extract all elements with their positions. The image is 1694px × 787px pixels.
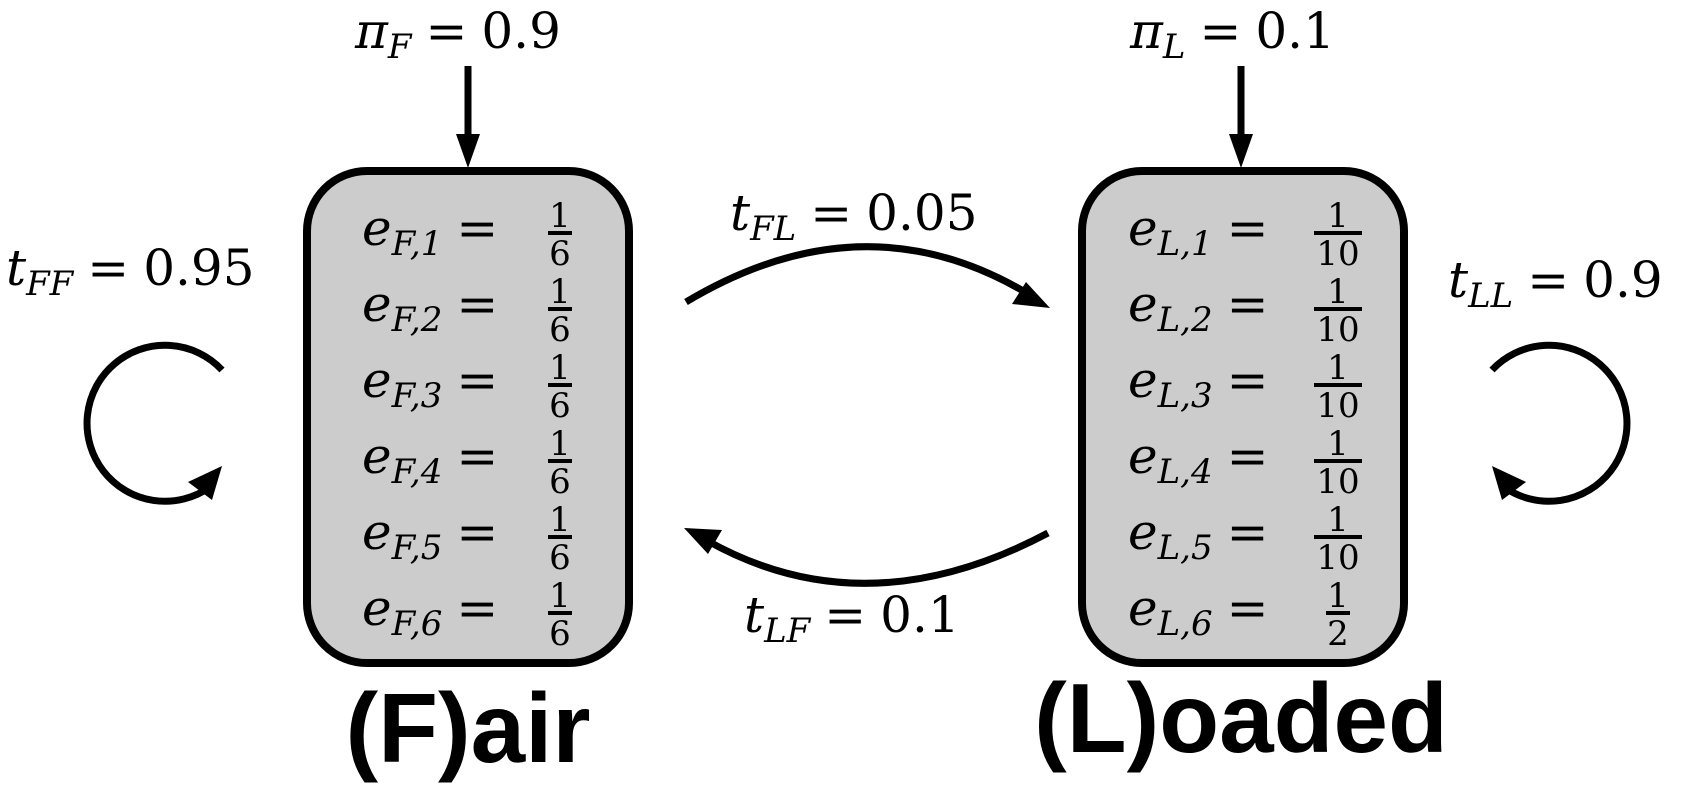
emission-label: eL,5= bbox=[1128, 503, 1269, 568]
emission-label: eF,3= bbox=[362, 351, 498, 416]
self-transition-label-loaded: tLL=0.9 bbox=[1448, 251, 1663, 316]
transition-arrow-fair-to-loaded bbox=[684, 243, 1032, 306]
emission-numerator: 1 bbox=[1327, 500, 1349, 540]
emission-row: eF,6= 16 bbox=[362, 576, 572, 654]
self-loop-fair bbox=[83, 341, 225, 505]
initial-arrowhead-loaded bbox=[1229, 134, 1253, 168]
emission-denominator: 6 bbox=[549, 614, 571, 654]
state-name-loaded: (L)oaded bbox=[1034, 663, 1448, 773]
emission-label: eF,5= bbox=[362, 503, 498, 568]
emission-denominator: 10 bbox=[1316, 538, 1359, 578]
initial-prob-loaded: πL=0.1 bbox=[1129, 2, 1335, 67]
emission-row: eF,3= 16 bbox=[362, 348, 572, 426]
transition-label-loaded-to-fair: tLF=0.1 bbox=[744, 586, 960, 651]
transition-label-fair-to-loaded: tFL=0.05 bbox=[730, 184, 978, 249]
emission-row: eL,5= 110 bbox=[1128, 500, 1362, 578]
emission-numerator: 1 bbox=[1327, 424, 1349, 464]
emission-denominator: 6 bbox=[549, 310, 571, 350]
emission-row: eL,1= 110 bbox=[1128, 196, 1362, 274]
emissions-loaded: eL,1=110eL,2=110eL,3=110eL,4=110eL,5=110… bbox=[1128, 196, 1362, 654]
emission-row: eF,1= 16 bbox=[362, 196, 572, 274]
self-transition-label-fair: tFF=0.95 bbox=[6, 239, 255, 304]
emission-row: eF,2= 16 bbox=[362, 272, 572, 350]
emission-row: eL,6= 12 bbox=[1128, 576, 1350, 654]
emission-label: eL,6= bbox=[1128, 579, 1269, 644]
emission-label: eF,1= bbox=[362, 199, 498, 264]
emission-denominator: 6 bbox=[549, 538, 571, 578]
self-loop-loaded bbox=[1489, 341, 1631, 505]
emission-numerator: 1 bbox=[549, 500, 571, 540]
emission-numerator: 1 bbox=[549, 576, 571, 616]
self-loop-arrowhead-fair bbox=[188, 466, 222, 500]
emission-denominator: 6 bbox=[549, 462, 571, 502]
emission-numerator: 1 bbox=[1327, 272, 1349, 312]
emission-numerator: 1 bbox=[549, 272, 571, 312]
emission-denominator: 6 bbox=[549, 234, 571, 274]
emission-numerator: 1 bbox=[549, 424, 571, 464]
emission-row: eL,3= 110 bbox=[1128, 348, 1362, 426]
emission-label: eL,1= bbox=[1128, 199, 1269, 264]
self-loop-arrowhead-loaded bbox=[1492, 466, 1526, 500]
emission-numerator: 1 bbox=[1327, 348, 1349, 388]
emission-row: eL,4= 110 bbox=[1128, 424, 1362, 502]
emission-label: eF,6= bbox=[362, 579, 498, 644]
emission-label: eF,4= bbox=[362, 427, 498, 492]
state-box-fair bbox=[303, 167, 633, 667]
emission-row: eF,4= 16 bbox=[362, 424, 572, 502]
emission-denominator: 10 bbox=[1316, 310, 1359, 350]
transition-arrowhead-fair-to-loaded bbox=[1012, 282, 1050, 308]
emission-denominator: 6 bbox=[549, 386, 571, 426]
emission-denominator: 2 bbox=[1327, 614, 1349, 654]
state-box-loaded bbox=[1078, 167, 1408, 667]
emission-numerator: 1 bbox=[549, 196, 571, 236]
emissions-fair: eF,1=16eF,2=16eF,3=16eF,4=16eF,5=16eF,6=… bbox=[362, 196, 572, 654]
transition-arrow-loaded-to-fair bbox=[704, 529, 1050, 587]
emission-label: eL,4= bbox=[1128, 427, 1269, 492]
emission-denominator: 10 bbox=[1316, 234, 1359, 274]
initial-prob-fair: πF=0.9 bbox=[354, 2, 561, 67]
transition-arrowhead-loaded-to-fair bbox=[684, 528, 722, 554]
emission-denominator: 10 bbox=[1316, 462, 1359, 502]
emission-denominator: 10 bbox=[1316, 386, 1359, 426]
emission-row: eL,2= 110 bbox=[1128, 272, 1362, 350]
emission-numerator: 1 bbox=[1327, 196, 1349, 236]
emission-row: eF,5= 16 bbox=[362, 500, 572, 578]
emission-numerator: 1 bbox=[1327, 576, 1349, 616]
emission-label: eL,2= bbox=[1128, 275, 1269, 340]
emission-label: eL,3= bbox=[1128, 351, 1269, 416]
state-name-fair: (F)air bbox=[346, 673, 591, 783]
emission-label: eF,2= bbox=[362, 275, 498, 340]
initial-arrowhead-fair bbox=[456, 134, 480, 168]
emission-numerator: 1 bbox=[549, 348, 571, 388]
